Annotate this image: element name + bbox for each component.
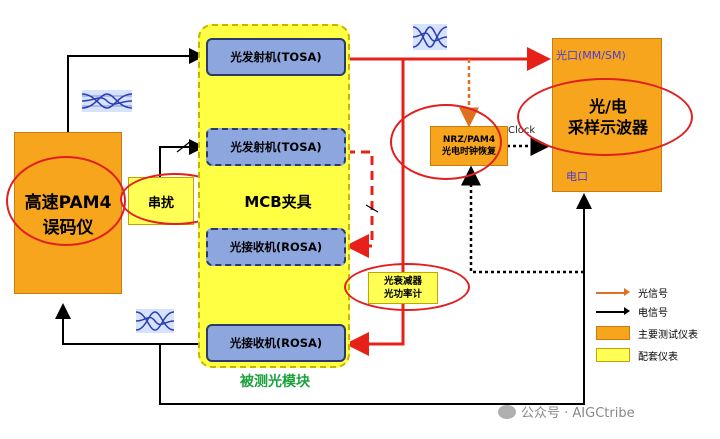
mcb-fixture-label: MCB夹具 bbox=[244, 192, 312, 211]
eye-diagram-left bbox=[81, 90, 133, 112]
mcb-fixture bbox=[198, 24, 350, 368]
wire-bert-to-tosa bbox=[67, 48, 205, 132]
wire-rosa-to-bert bbox=[55, 303, 204, 345]
legend-main-label: 主要测试仪表 bbox=[638, 330, 698, 341]
legend-aux-swatch bbox=[596, 348, 630, 362]
scope-electrical-port: 电口 bbox=[566, 170, 588, 183]
rosa-bottom: 光接收机(ROSA) bbox=[206, 324, 346, 362]
legend-aux-label: 配套仪表 bbox=[638, 352, 678, 363]
watermark: 公众号 · AIGCtribe bbox=[498, 402, 635, 421]
scope-highlight-ellipse bbox=[517, 78, 693, 156]
scope-optical-port: 光口(MM/SM) bbox=[556, 49, 626, 62]
legend-electrical-label: 电信号 bbox=[638, 308, 668, 319]
bert-highlight-ellipse bbox=[6, 156, 126, 246]
cdr-highlight-ellipse bbox=[390, 104, 502, 180]
eye-diagram-top bbox=[412, 24, 448, 50]
wire-crosstalk-to-tosa-mid bbox=[159, 139, 205, 177]
eye-diagram-bottom bbox=[135, 309, 175, 333]
electrical-to-cdr bbox=[461, 165, 584, 274]
legend: 光信号 电信号 主要测试仪表 配套仪表 bbox=[594, 288, 718, 372]
wire-bert-to-scope bbox=[159, 193, 592, 405]
wechat-icon bbox=[498, 404, 516, 419]
attenuator-highlight-ellipse bbox=[344, 263, 470, 311]
dut-module-label: 被测光模块 bbox=[240, 374, 310, 390]
legend-electrical-arrow bbox=[624, 307, 630, 315]
legend-optical-arrow bbox=[624, 288, 630, 296]
rosa-mid: 光接收机(ROSA) bbox=[206, 228, 346, 266]
legend-optical-swatch bbox=[596, 292, 626, 294]
optical-atten-to-rosa bbox=[345, 303, 405, 356]
tosa-top: 光发射机(TOSA) bbox=[206, 38, 346, 76]
legend-optical-label: 光信号 bbox=[638, 289, 668, 300]
tosa-mid: 光发射机(TOSA) bbox=[206, 128, 346, 166]
legend-main-swatch bbox=[596, 326, 630, 340]
watermark-text: 公众号 · AIGCtribe bbox=[521, 406, 635, 421]
legend-electrical-swatch bbox=[596, 311, 626, 313]
